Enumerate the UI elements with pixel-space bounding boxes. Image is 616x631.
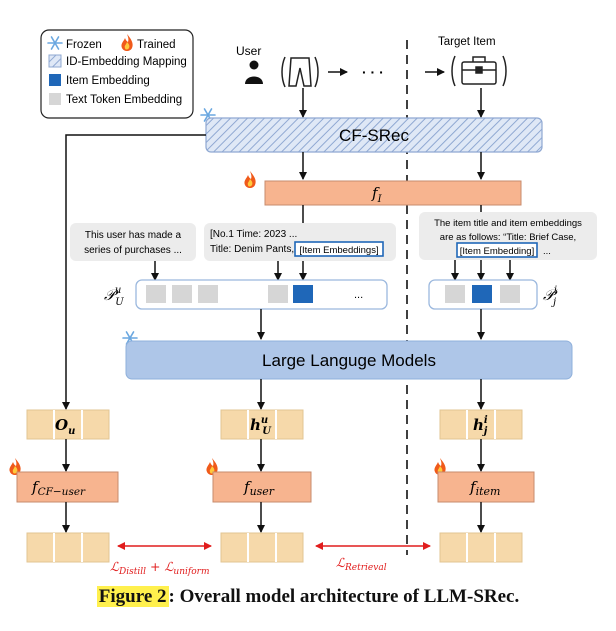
svg-text:[Item Embeddings]: [Item Embeddings] [299,245,378,256]
f-item-block [437,471,535,503]
f-cf-user-label: fCF−user [31,478,86,498]
svg-text:This user has made a: This user has made a [85,230,182,241]
f-cf-user-block [16,471,119,503]
user-output [220,532,304,563]
user-label: User [236,44,261,58]
user-record-bubble: [No.1 Time: 2023 ... Title: Denim Pants,… [204,223,396,261]
f-i-label: fI [371,184,383,205]
legend-text-swatch [49,93,61,105]
caption-text: : Overall model architecture of LLM-SRec… [168,586,520,607]
svg-text:are as follows: “Title: Brief: are as follows: “Title: Brief Case, [440,232,576,243]
legend-trained: Trained [137,39,176,51]
token-ellipsis: ... [354,289,363,301]
figure-label: Figure 2 [96,586,169,607]
legend: Frozen Trained ID-Embedding Mapping Item… [40,29,194,119]
o-u-embedding: Ou [26,409,110,440]
flame-icon [244,171,256,188]
svg-text:[No.1 Time: 2023 ...: [No.1 Time: 2023 ... [210,229,297,240]
cf-srec-label: CF-SRec [339,126,409,145]
distill-loss-label: ℒDistill + ℒuniform [110,559,209,577]
item-embedding-token [293,285,313,303]
retrieval-loss-label: ℒRetrieval [336,555,387,573]
legend-item-swatch [49,74,61,86]
text-token [172,285,192,303]
o-u-label: Ou [55,416,75,437]
item-embedding-tag [456,242,538,258]
svg-text:series of purchases ...: series of purchases ... [84,245,182,256]
target-item-label: Target Item [438,36,496,48]
f-item-label: fitem [469,478,500,498]
pants-icon [281,56,319,88]
text-token [500,285,520,303]
svg-text:The item title and item embedd: The item title and item embeddings [434,218,582,229]
text-token [268,285,288,303]
f-user-block [212,471,312,503]
legend-id-mapping: ID-Embedding Mapping [66,56,187,68]
item-text-bubble: The item title and item embeddings are a… [419,212,597,260]
legend-frozen: Frozen [66,39,102,51]
text-token [146,285,166,303]
sequence-ellipsis: · · · [362,64,384,80]
f-user-label: fuser [243,478,275,498]
user-token-sequence: ... [135,279,388,310]
item-embedding-token [472,285,492,303]
item-token-sequence [428,279,538,310]
legend-text-token: Text Token Embedding [66,94,182,106]
text-token [198,285,218,303]
llm-label: Large Languge Models [262,351,436,370]
figure-caption: Figure 2: Overall model architecture of … [0,586,616,608]
user-text-bubble: This user has made a series of purchases… [70,223,196,261]
f-i-block [264,180,522,206]
item-embeddings-tag [294,241,384,257]
llm-block [125,340,573,380]
legend-hatch-swatch [48,54,62,68]
svg-text:...: ... [543,246,551,257]
user-icon [245,60,263,84]
briefcase-icon [451,55,507,87]
item-output [439,532,523,563]
legend-item-embedding: Item Embedding [66,75,150,87]
svg-text:[Item Embedding]: [Item Embedding] [460,246,534,257]
text-token [445,285,465,303]
cf-user-output [26,532,110,563]
svg-text:Title: Denim Pants,: Title: Denim Pants, [210,244,294,255]
